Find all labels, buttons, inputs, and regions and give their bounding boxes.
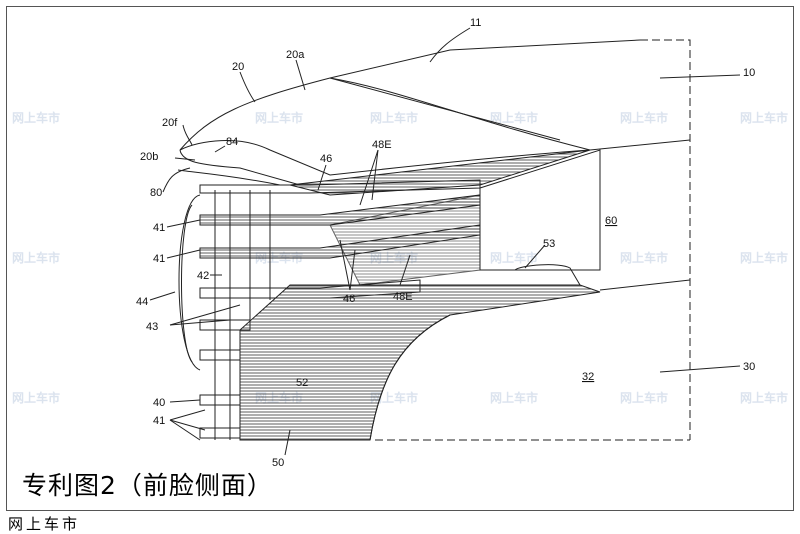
lamp-84-outline (179, 149, 301, 186)
label-20a: 20a (286, 49, 305, 61)
watermark-text: 网上车市 (12, 390, 60, 405)
label-32: 32 (582, 371, 594, 383)
label-40: 40 (153, 397, 165, 409)
watermark-text: 网上车市 (490, 250, 538, 265)
reference-labels: 11 10 20 20a 20f 20b 84 80 46 48E 60 41 … (136, 17, 755, 469)
bumper-edge (369, 314, 451, 441)
cut-line-right (640, 39, 691, 440)
label-20f: 20f (162, 117, 178, 129)
grille-bars (214, 190, 271, 440)
label-50: 50 (272, 457, 284, 469)
watermark-text: 网上车市 (255, 110, 303, 125)
watermark-text: 网上车市 (740, 250, 788, 265)
hood-crease (329, 77, 591, 151)
label-80: 80 (150, 187, 162, 199)
label-30: 30 (743, 361, 755, 373)
hood-lower-edge (179, 140, 591, 176)
label-60: 60 (605, 215, 617, 227)
label-52: 52 (296, 377, 308, 389)
bumper-52 (239, 284, 601, 441)
front-panel-44 (178, 194, 201, 371)
watermark-text: 网上车市 (490, 390, 538, 405)
watermark-text: 网上车市 (370, 110, 418, 125)
label-11: 11 (470, 17, 481, 29)
front-panel-44-inner (181, 204, 193, 363)
watermark-text: 网上车市 (740, 110, 788, 125)
line-art (149, 27, 741, 456)
panel-60 (479, 149, 601, 271)
label-44: 44 (136, 296, 148, 308)
watermark-text: 网上车市 (12, 250, 60, 265)
watermark-text: 网上车市 (370, 390, 418, 405)
hood-inner-line (329, 77, 561, 141)
watermark-text: 网上车市 (620, 390, 668, 405)
watermark-text: 网上车市 (620, 250, 668, 265)
body-line-mid (599, 279, 691, 291)
label-20b: 20b (140, 151, 158, 163)
label-41: 41 (153, 253, 165, 265)
label-10: 10 (743, 67, 755, 79)
label-46: 46 (343, 293, 355, 305)
body-line-upper (589, 139, 691, 151)
label-20: 20 (232, 61, 244, 73)
ridge-53 (514, 264, 581, 286)
watermark-text: 网上车市 (12, 110, 60, 125)
leader-lines (149, 27, 741, 456)
hood-hatch (289, 149, 591, 196)
label-43: 43 (146, 321, 158, 333)
watermark-text: 网上车市 (490, 110, 538, 125)
hood-outline (179, 39, 641, 151)
watermark-layer: 网上车市 网上车市 网上车市 网上车市 网上车市 网上车市 网上车市 网上车市 … (12, 110, 788, 405)
label-84: 84 (226, 136, 238, 148)
lamp-80-outline (177, 169, 281, 186)
label-42: 42 (197, 270, 209, 282)
watermark-text: 网上车市 (620, 110, 668, 125)
figure-caption: 专利图2（前脸侧面） (22, 471, 273, 500)
label-46: 46 (320, 153, 332, 165)
label-41: 41 (153, 222, 165, 234)
label-41: 41 (153, 415, 165, 427)
source-credit: 网上车市 (8, 515, 81, 533)
label-53: 53 (543, 238, 555, 250)
watermark-text: 网上车市 (740, 390, 788, 405)
label-48E: 48E (372, 139, 392, 151)
label-48E: 48E (393, 291, 413, 303)
